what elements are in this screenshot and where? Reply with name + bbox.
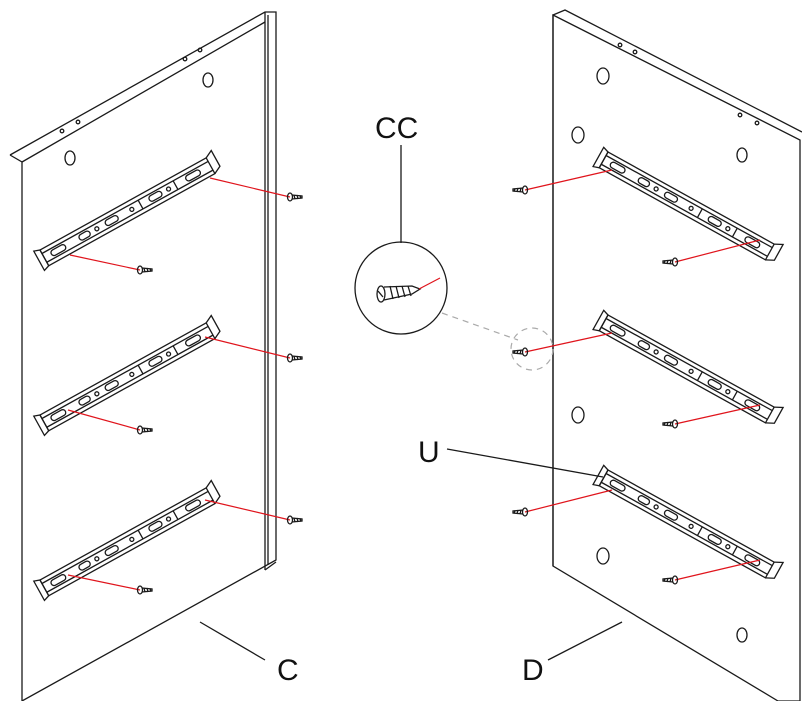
label-u-leader — [446, 448, 604, 478]
label-c: C — [277, 654, 299, 687]
rail-right-bottom — [592, 462, 784, 585]
detail-cc: CC — [354, 112, 554, 371]
label-d-leader — [547, 621, 623, 661]
detail-target-ring — [510, 327, 554, 371]
right-panel-d — [512, 9, 802, 701]
label-c-leader — [199, 621, 266, 661]
rail-left-bottom — [32, 479, 224, 602]
label-cc: CC — [375, 112, 418, 145]
left-panel-c — [9, 11, 303, 701]
label-u: U — [418, 436, 440, 469]
rail-right-middle — [592, 307, 784, 430]
detail-leader — [441, 312, 519, 341]
rail-right-top — [592, 144, 784, 267]
rail-left-top — [32, 149, 224, 272]
rail-left-middle — [32, 314, 224, 437]
label-d: D — [522, 654, 544, 687]
magnified-screw-icon — [376, 285, 422, 303]
